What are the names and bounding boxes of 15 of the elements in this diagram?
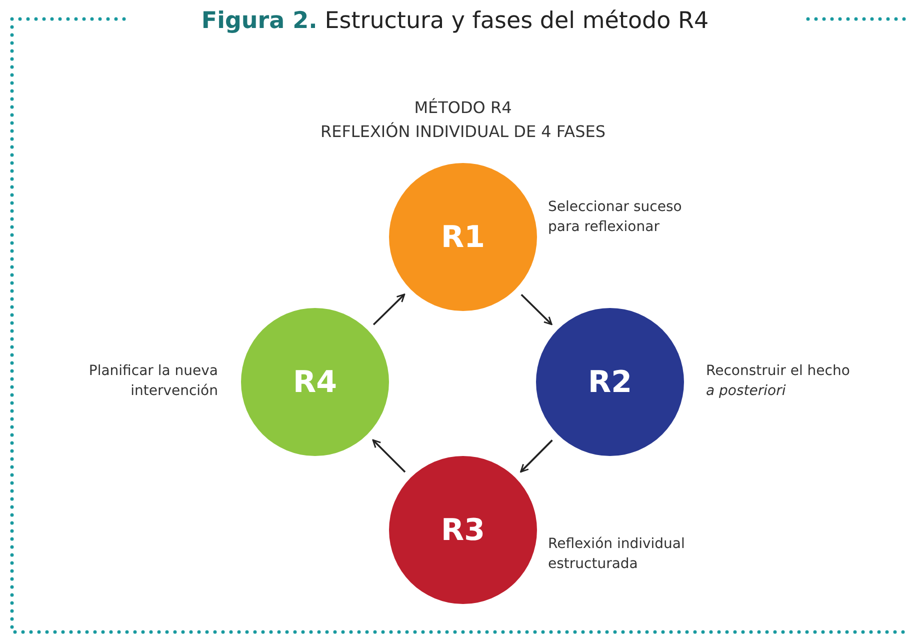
phase-label: R1: [441, 220, 485, 254]
phase-label: R2: [588, 364, 632, 400]
phase-description: Reflexión individual estructurada: [548, 535, 686, 574]
figure-title: Figura 2. Estructura y fases del método R4: [200, 8, 710, 34]
arrow: [520, 440, 553, 473]
arrow: [372, 439, 406, 473]
phase-description: Planificar la nueva intervención: [88, 362, 218, 401]
phase-label: R3: [441, 512, 485, 548]
phase-label: R4: [293, 364, 337, 400]
diagram-subtitle: REFLEXIÓN INDIVIDUAL DE 4 FASES: [319, 122, 607, 141]
arrow: [520, 294, 552, 326]
diagram-subtitle: MÉTODO R4: [413, 98, 513, 117]
arrow: [372, 294, 406, 326]
phase-description: Reconstruir el hecho a posteriori: [706, 362, 851, 401]
phase-description: Seleccionar suceso para reflexionar: [548, 198, 683, 237]
